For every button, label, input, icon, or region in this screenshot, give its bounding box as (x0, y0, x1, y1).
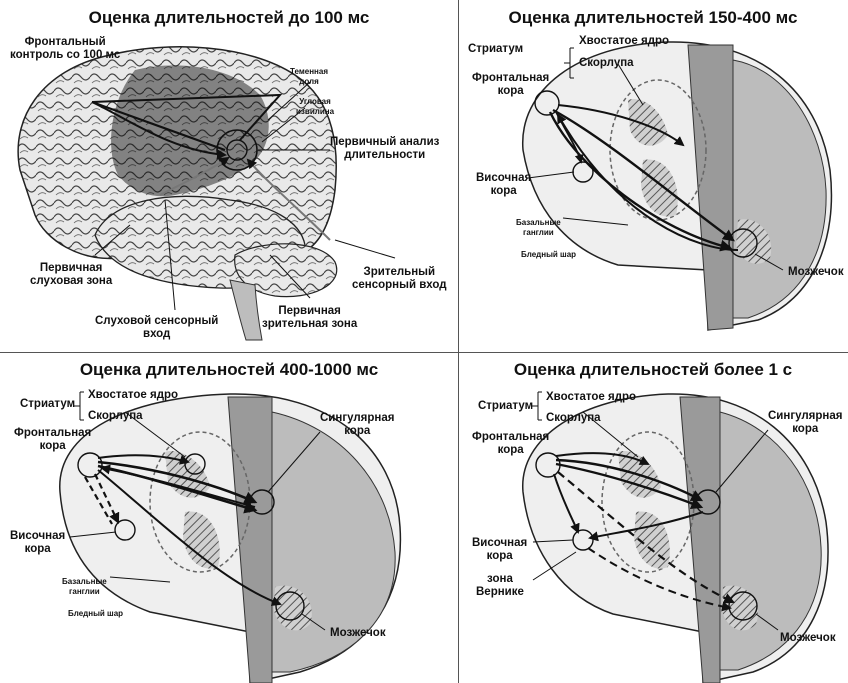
label-caudate-nucleus: Хвостатое ядро (546, 391, 636, 404)
cerebellum-block (733, 60, 826, 318)
label-putamen: Скорлупа (579, 57, 634, 70)
label-visual-sensory-input: Зрительный сенсорный вход (352, 266, 447, 292)
label-caudate-nucleus: Хвостатое ядро (88, 389, 178, 402)
panel-150-400ms: Оценка длительностей 150-400 мс Стриатум… (458, 0, 848, 352)
label-temporal-cortex: Височная кора (10, 530, 65, 556)
label-cingulate-cortex: Сингулярная кора (320, 412, 394, 438)
vertical-divider (458, 0, 459, 683)
label-temporal-cortex: Височная кора (472, 537, 527, 563)
label-putamen: Скорлупа (546, 412, 601, 425)
label-temporal-cortex: Височная кора (476, 172, 531, 198)
panel-title: Оценка длительностей 400-1000 мс (0, 360, 458, 380)
panel-title: Оценка длительностей более 1 с (458, 360, 848, 380)
label-parietal-lobe: Теменная доля (290, 67, 328, 87)
panel-title: Оценка длительностей 150-400 мс (458, 8, 848, 28)
label-frontal-cortex: Фронтальная кора (472, 431, 549, 457)
label-striatum: Стриатум (478, 400, 533, 413)
label-striatum: Стриатум (468, 43, 523, 56)
label-globus-pallidus: Бледный шар (521, 250, 576, 260)
label-primary-auditory-zone: Первичная слуховая зона (30, 262, 112, 288)
label-striatum: Стриатум (20, 398, 75, 411)
label-cerebellum: Мозжечок (788, 266, 844, 279)
label-frontal-cortex: Фронтальная кора (472, 72, 549, 98)
label-putamen: Скорлупа (88, 410, 143, 423)
label-primary-duration-analysis: Первичный анализ длительности (330, 136, 439, 162)
label-frontal-cortex: Фронтальная кора (14, 427, 91, 453)
horizontal-divider (0, 352, 848, 353)
label-cerebellum: Мозжечок (780, 632, 836, 645)
label-cingulate-cortex: Сингулярная кора (768, 410, 842, 436)
label-primary-visual-zone: Первичная зрительная зона (262, 305, 357, 331)
label-basal-ganglia: Базальные ганглии (516, 218, 561, 238)
label-cerebellum: Мозжечок (330, 627, 386, 640)
panel-under-100ms: Оценка длительностей до 100 мс Фронтальн… (0, 0, 458, 352)
label-basal-ganglia: Базальные ганглии (62, 577, 107, 597)
label-wernicke-area: зона Вернике (476, 573, 524, 599)
label-auditory-sensory-input: Слуховой сенсорный вход (95, 315, 218, 341)
label-frontal-control: Фронтальный контроль со 100 мс (10, 36, 120, 62)
label-globus-pallidus: Бледный шар (68, 609, 123, 619)
panel-over-1s: Оценка длительностей более 1 с Стриатум … (458, 352, 848, 683)
label-caudate-nucleus: Хвостатое ядро (579, 35, 669, 48)
panel-title: Оценка длительностей до 100 мс (0, 8, 458, 28)
panel-400-1000ms: Оценка длительностей 400-1000 мс Стриату… (0, 352, 458, 683)
label-angular-gyrus: Угловая извилина (296, 97, 334, 117)
